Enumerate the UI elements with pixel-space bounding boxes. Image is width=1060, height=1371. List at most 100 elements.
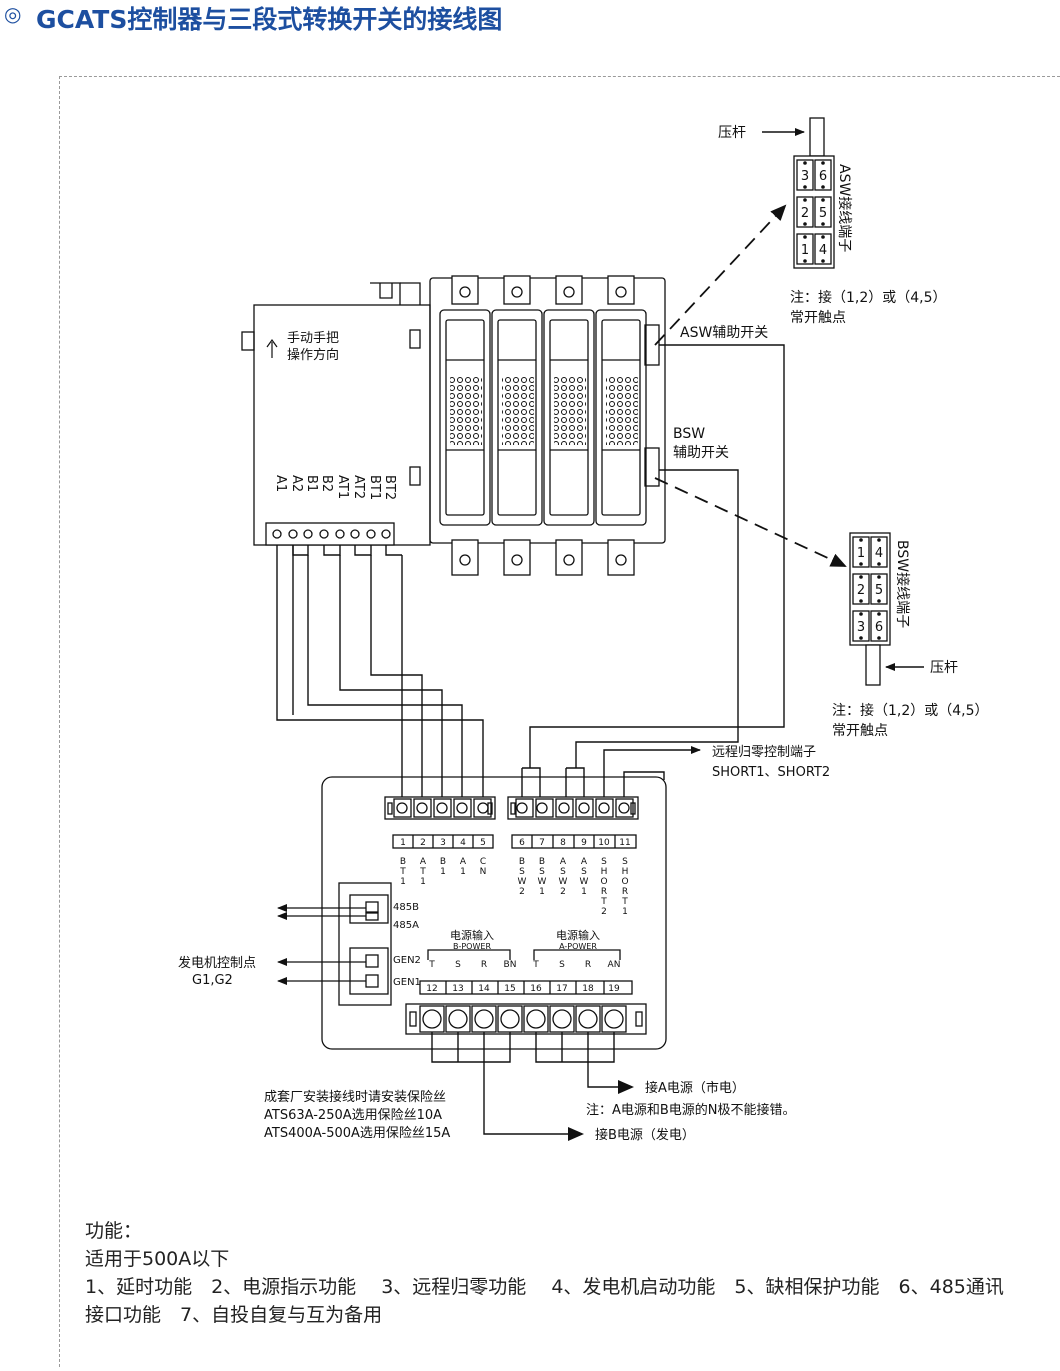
upper-terminal-number: 9 [581,838,587,848]
lower-terminal-label: T [428,960,435,970]
bsw-dashed-arrow [654,477,847,567]
controller-box [321,776,667,1050]
asw-pin-1: 1 [801,243,809,258]
features-section: 功能： 适用于500A以下 1、延时功能 2、电源指示功能 3、远程归零功能 4… [85,1217,1055,1329]
upper-terminal-label-char: W [559,877,568,887]
upper-terminal-label-char: R [601,887,607,897]
upper-terminal-number: 1 [400,838,406,848]
upper-terminal-number: 4 [460,838,466,848]
control-wires [276,344,785,800]
terminal-label-a1: A1 [273,475,288,492]
handle-direction-line1: 手动手把 [287,331,339,346]
circle-bullet-icon: ◎ [4,2,22,26]
upper-terminal-number: 3 [440,838,446,848]
upper-terminal-label-char: 2 [560,887,566,897]
page-title: GCATS控制器与三段式转换开关的接线图 [36,5,503,34]
port-gen2: GEN2 [393,955,421,966]
upper-terminal-label-char: S [539,867,545,877]
terminal-label-b1: B1 [304,475,319,492]
asw-pin-4: 4 [819,243,827,258]
lower-terminal-number: 16 [530,984,542,994]
upper-terminal-label-char: 1 [460,867,466,877]
upper-terminal-label-char: B [440,857,446,867]
asw-pin-6: 6 [819,169,827,184]
n-pole-warning: 注：A电源和B电源的N极不能接错。 [586,1102,796,1118]
upper-terminal-label-char: 1 [581,887,587,897]
upper-terminal-label-char: 1 [622,907,628,917]
bsw-pin-6: 6 [875,620,883,635]
upper-terminal-number: 2 [420,838,426,848]
upper-terminal-number: 7 [539,838,545,848]
upper-terminal-label-char: T [419,867,426,877]
upper-terminal-label-char: T [600,897,607,907]
upper-terminal-number: 8 [560,838,566,848]
lower-terminal-number: 19 [608,984,620,994]
upper-terminal-number: 11 [619,838,630,848]
power-a-title: 电源输入 [556,928,600,942]
top-terminals [451,275,635,305]
port-485b: 485B [393,902,419,913]
asw-note-line1: 注：接（1,2）或（4,5） [790,289,947,306]
upper-terminal-label-char: 1 [440,867,446,877]
bsw-terminal-block [849,532,891,686]
terminal-label-bt2: BT2 [382,475,397,500]
power-a-sub: A-POWER [559,942,597,951]
bsw-aux-label-line1: BSW [673,426,705,442]
upper-terminal-label-char: S [622,857,628,867]
side-tab [241,331,255,351]
bsw-pin-4: 4 [875,546,883,561]
fuse-note-line3: ATS400A-500A选用保险丝15A [264,1126,450,1141]
upper-terminal-label-char: O [600,877,607,887]
upper-terminal-label-char: S [601,857,607,867]
up-arrow-icon [266,338,278,358]
asw-press-rod-label: 压杆 [718,125,746,141]
port-485a: 485A [393,920,419,931]
upper-terminal-label-char: 2 [601,907,607,917]
port-gen1: GEN1 [393,977,421,988]
features-list-line1: 1、延时功能 2、电源指示功能 3、远程归零功能 4、发电机启动功能 5、缺相保… [85,1276,1004,1298]
switch-mechanism-box [253,304,431,546]
diagram-frame [59,76,1060,1367]
asw-aux-label: ASW辅助开关 [680,325,768,341]
switch-terminal-labels: BT2 BT1 AT2 AT1 B2 B1 A2 A1 [273,475,397,500]
upper-terminal-label-char: S [581,867,587,877]
bsw-press-rod-label: 压杆 [930,660,958,676]
upper-terminal-label-char: R [622,887,628,897]
upper-terminal-label-char: B [400,857,406,867]
upper-terminal-label-char: 1 [400,877,406,887]
asw-pin-2: 2 [801,206,809,221]
lower-terminal-number: 13 [452,984,463,994]
poles [439,309,647,526]
upper-terminal-label-char: W [518,877,527,887]
features-heading: 功能： [85,1220,143,1242]
bsw-aux-label-line2: 辅助开关 [673,445,729,461]
terminal-label-at2: AT2 [351,475,366,499]
upper-terminal-label-char: B [539,857,545,867]
upper-terminal-label-char: W [580,877,589,887]
bsw-block-title: BSW接线端子 [894,540,911,628]
upper-terminal-label-char: O [621,877,628,887]
upper-terminal-number: 5 [480,838,486,848]
upper-terminal-label-char: W [538,877,547,887]
lower-terminal-number: 14 [478,984,490,994]
bottom-terminals [451,539,635,576]
upper-terminal-label-char: A [460,857,467,867]
bsw-pin-2: 2 [857,583,865,598]
upper-terminal-labels: 1BT12AT13B14A15CN6BSW27BSW18ASW29ASW110S… [399,838,630,917]
upper-terminal-label-char: T [399,867,406,877]
short-terminals-label: SHORT1、SHORT2 [712,765,830,780]
gen-control-line2: G1,G2 [192,973,233,988]
bsw-pin-3: 3 [857,620,865,635]
features-scope: 适用于500A以下 [85,1248,230,1270]
asw-dashed-arrow [654,204,787,346]
upper-terminal-label-char: C [480,857,486,867]
upper-terminal-label-char: H [601,867,608,877]
upper-terminal-label-char: A [560,857,567,867]
external-arrows [277,904,366,985]
upper-terminal-label-char: S [560,867,566,877]
transfer-switch [241,275,666,576]
upper-terminal-label-char: A [581,857,588,867]
lower-terminal-label: S [455,960,461,970]
lower-terminal-label: T [532,960,539,970]
